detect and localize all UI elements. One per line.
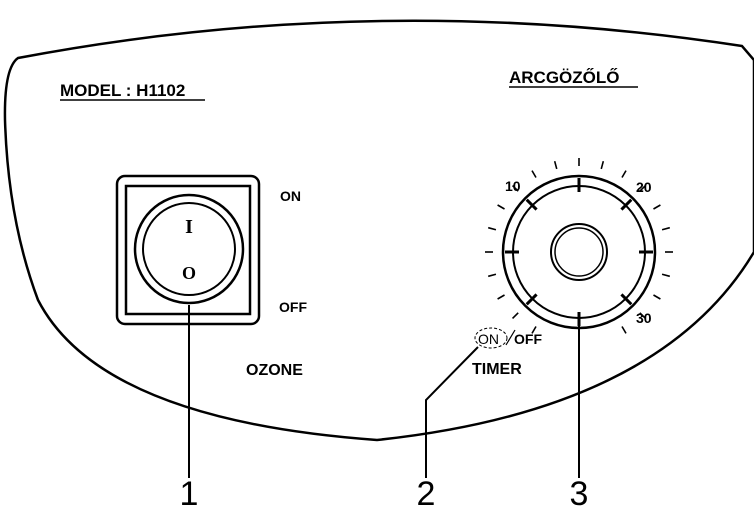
- callout-line-2: [425, 346, 479, 478]
- dial-knob-inner: [554, 227, 604, 277]
- panel-title: ARCGÖZŐLŐ: [509, 68, 620, 87]
- dial-scale-ticks: [485, 158, 673, 334]
- switch-outer-ring: [133, 193, 245, 305]
- dial-scale-tick: [639, 184, 647, 192]
- dial-knob-outer: [550, 223, 608, 281]
- dial-scale-tick: [639, 312, 647, 320]
- ozone-off-label: OFF: [279, 299, 307, 315]
- dial-scale-tick: [511, 184, 519, 192]
- dial-inner-mark: [620, 198, 633, 211]
- callout-number-1: 1: [180, 475, 199, 509]
- dial-outer-ring: [501, 174, 657, 330]
- dial-inner-marks: [505, 178, 653, 326]
- dial-scale-tick: [621, 326, 627, 334]
- dial-scale-tick: [511, 312, 519, 320]
- dial-scale-tick: [661, 226, 671, 231]
- dial-scale-tick: [531, 170, 537, 178]
- timer-dial[interactable]: [501, 174, 657, 330]
- timer-name-label: TIMER: [472, 361, 522, 378]
- callout-number-2: 2: [417, 475, 436, 509]
- timer-tick-10: 10: [505, 178, 521, 194]
- dial-scale-tick: [531, 326, 537, 334]
- model-label: MODEL : H1102: [60, 81, 185, 100]
- timer-on-label: ON: [478, 331, 499, 347]
- switch-on-symbol: I: [185, 216, 193, 238]
- timer-tick-30: 30: [636, 310, 652, 326]
- dial-inner-mark: [525, 198, 538, 211]
- dial-scale-tick: [497, 294, 505, 300]
- switch-inner-ring: [142, 202, 236, 296]
- dial-scale-tick: [653, 204, 661, 210]
- dial-scale-tick: [487, 226, 497, 231]
- timer-on-off-slash: [505, 329, 516, 346]
- dial-scale-tick: [661, 273, 671, 278]
- dial-scale-tick: [487, 273, 497, 278]
- dial-inner-mark: [620, 293, 633, 306]
- callout-number-3: 3: [570, 475, 589, 509]
- dial-scale-tick: [497, 204, 505, 210]
- dial-inner-mark: [525, 293, 538, 306]
- timer-off-label: OFF: [514, 331, 542, 347]
- dial-scale-tick: [621, 170, 627, 178]
- ozone-switch[interactable]: I O: [115, 174, 261, 326]
- panel-outline: [3, 19, 754, 442]
- ozone-name-label: OZONE: [246, 362, 303, 379]
- ozone-on-label: ON: [280, 188, 301, 204]
- dial-scale-tick: [600, 160, 605, 170]
- switch-off-symbol: O: [182, 263, 196, 283]
- timer-on-highlight: [474, 327, 508, 349]
- dial-scale-tick: [653, 294, 661, 300]
- dial-scale-tick: [553, 160, 558, 170]
- timer-tick-20: 20: [636, 179, 652, 195]
